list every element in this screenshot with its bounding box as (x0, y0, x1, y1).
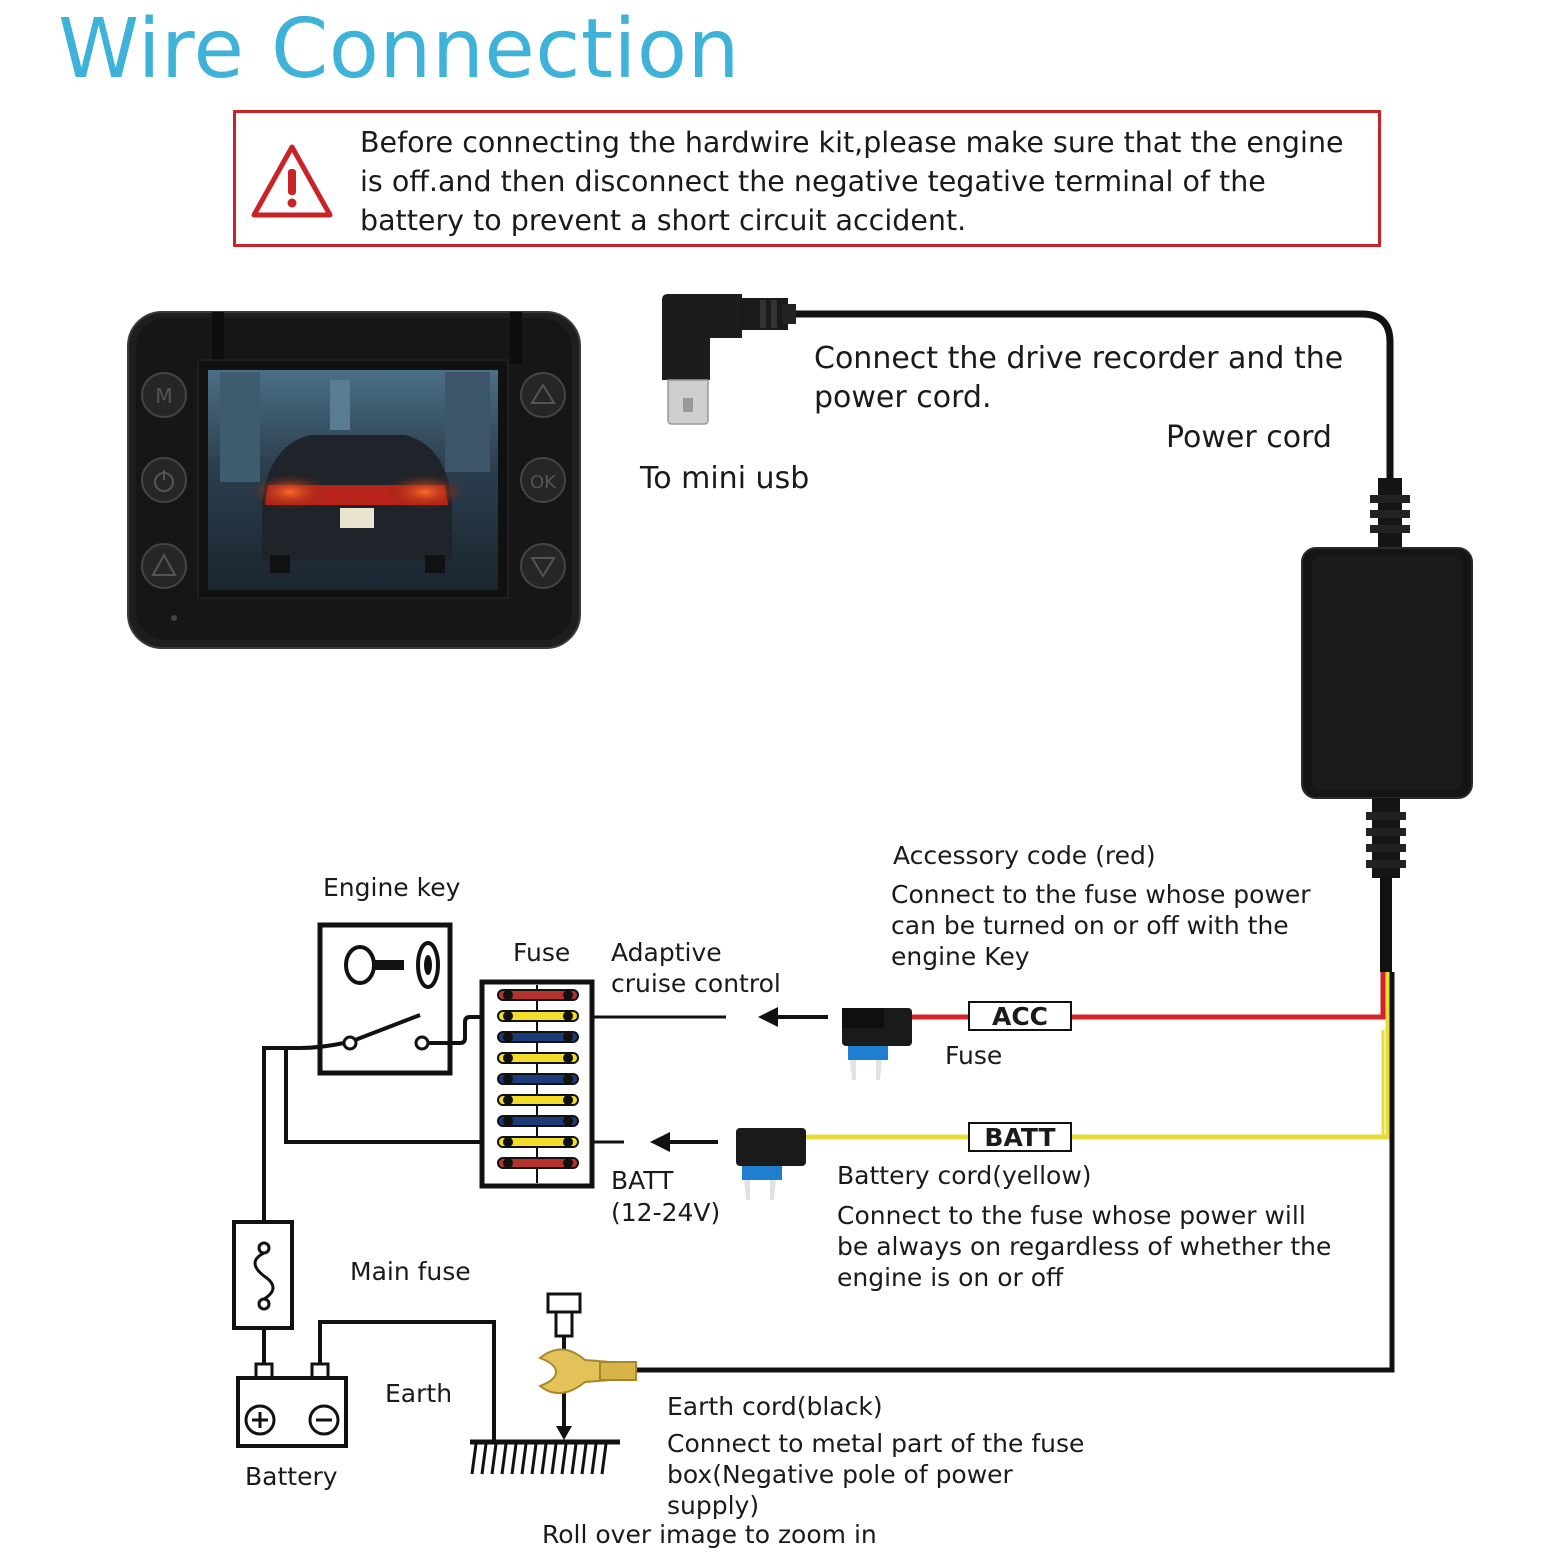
warning-box: Before connecting the hardwire kit,pleas… (233, 110, 1381, 247)
fuse-contact (563, 1053, 573, 1063)
fuse-contact (503, 1116, 513, 1126)
camera-button-warning[interactable] (141, 543, 187, 589)
circuit-wires (262, 1015, 496, 1440)
main-fuse (232, 1220, 294, 1330)
fuse-contact (503, 1032, 513, 1042)
accessory-cord-desc: Connect to the fuse whose power can be t… (891, 880, 1311, 971)
battery-cord-desc: Connect to the fuse whose power will be … (837, 1201, 1332, 1292)
fuse-contact (563, 1116, 573, 1126)
ground-tick (490, 1443, 498, 1475)
batt-fuse-tap (736, 1128, 806, 1200)
battery-symbol (236, 1362, 348, 1448)
battery-label: Battery (245, 1462, 338, 1491)
warning-triangle-icon (251, 144, 333, 218)
converter-box (1301, 547, 1473, 799)
acc-wire-red (905, 972, 1386, 1020)
fuse-contact (503, 1095, 513, 1105)
warning-text: Before connecting the hardwire kit,pleas… (360, 126, 1344, 237)
zoom-hint[interactable]: Roll over image to zoom in (542, 1520, 877, 1549)
ground-tick (590, 1443, 598, 1475)
fuse-contact (503, 1074, 513, 1084)
ground-tick (500, 1443, 508, 1475)
cable-strain-relief-top (1370, 478, 1410, 550)
fuse-contact (503, 990, 513, 1000)
batt-voltage-range: (12-24V) (611, 1198, 721, 1227)
fuse-slot (497, 1115, 579, 1127)
connect-recorder-text: Connect the drive recorder and the power… (814, 341, 1344, 415)
batt-voltage-label: BATT (611, 1166, 674, 1195)
arrow-acc (758, 1007, 828, 1027)
fuse-slot (497, 1094, 579, 1106)
ground-tick (560, 1443, 568, 1475)
camera-button-down[interactable] (520, 543, 566, 589)
main-fuse-label: Main fuse (350, 1257, 471, 1286)
fuse-slot (497, 1031, 579, 1043)
mini-usb-plug (662, 294, 1394, 480)
ground-tick (580, 1443, 588, 1475)
fuse-contact (563, 1137, 573, 1147)
to-mini-usb-label: To mini usb (640, 461, 810, 496)
battery-cord-title: Battery cord(yellow) (837, 1161, 1092, 1190)
svg-text:M: M (155, 384, 172, 408)
fuse-contact (563, 1074, 573, 1084)
fuse-rows (497, 989, 579, 1169)
fuse-block-label: Fuse (513, 938, 571, 967)
ground-tick (480, 1443, 488, 1475)
ground-symbol (470, 1439, 620, 1475)
adaptive-cruise-label: Adaptive cruise control (611, 938, 781, 998)
fuse-contact (503, 1137, 513, 1147)
ground-tick (570, 1443, 578, 1475)
ground-tick (510, 1443, 518, 1475)
ground-tick (530, 1443, 538, 1475)
acc-fuse-label: Fuse (945, 1041, 1003, 1070)
cable-strain-relief-bottom (1366, 798, 1406, 972)
earth-cord-desc: Connect to metal part of the fuse box(Ne… (667, 1429, 1085, 1520)
fuse-contact (563, 1095, 573, 1105)
dash-camera: M OK (127, 311, 581, 649)
earth-bolt-terminal (538, 1292, 637, 1440)
camera-button-up[interactable] (520, 372, 566, 418)
camera-button-ok[interactable]: OK (520, 457, 566, 503)
arrow-batt (650, 1132, 718, 1152)
ground-tick (540, 1443, 548, 1475)
earth-wire-black (636, 972, 1395, 1373)
fuse-slot (497, 1052, 579, 1064)
power-cord-label: Power cord (1166, 420, 1332, 455)
acc-tag: ACC (968, 1001, 1072, 1031)
ground-tick (520, 1443, 528, 1475)
ground-tick (600, 1443, 608, 1475)
batt-wire-yellow (800, 972, 1391, 1140)
svg-text:OK: OK (530, 472, 557, 493)
fuse-slot (497, 989, 579, 1001)
acc-fuse-tap (842, 1008, 912, 1080)
fuse-contact (503, 1011, 513, 1021)
batt-tag: BATT (968, 1122, 1072, 1152)
fuse-slot (497, 1157, 579, 1169)
fuse-slot (497, 1010, 579, 1022)
engine-key-label: Engine key (323, 873, 461, 902)
page-title: Wire Connection (58, 2, 740, 97)
fuse-contact (503, 1158, 513, 1168)
fuse-contact (563, 990, 573, 1000)
fuse-slot (497, 1136, 579, 1148)
ground-tick (550, 1443, 558, 1475)
fuse-contact (563, 1032, 573, 1042)
engine-key-switch (317, 922, 453, 1076)
fuse-contact (503, 1053, 513, 1063)
fuse-contact (563, 1158, 573, 1168)
accessory-cord-title: Accessory code (red) (893, 841, 1156, 870)
fuse-slot (497, 1073, 579, 1085)
earth-label: Earth (385, 1379, 453, 1408)
camera-button-m[interactable]: M (141, 372, 187, 418)
ground-tick (470, 1443, 478, 1475)
earth-cord-title: Earth cord(black) (667, 1392, 883, 1421)
camera-button-power[interactable] (141, 457, 187, 503)
fuse-contact (563, 1011, 573, 1021)
